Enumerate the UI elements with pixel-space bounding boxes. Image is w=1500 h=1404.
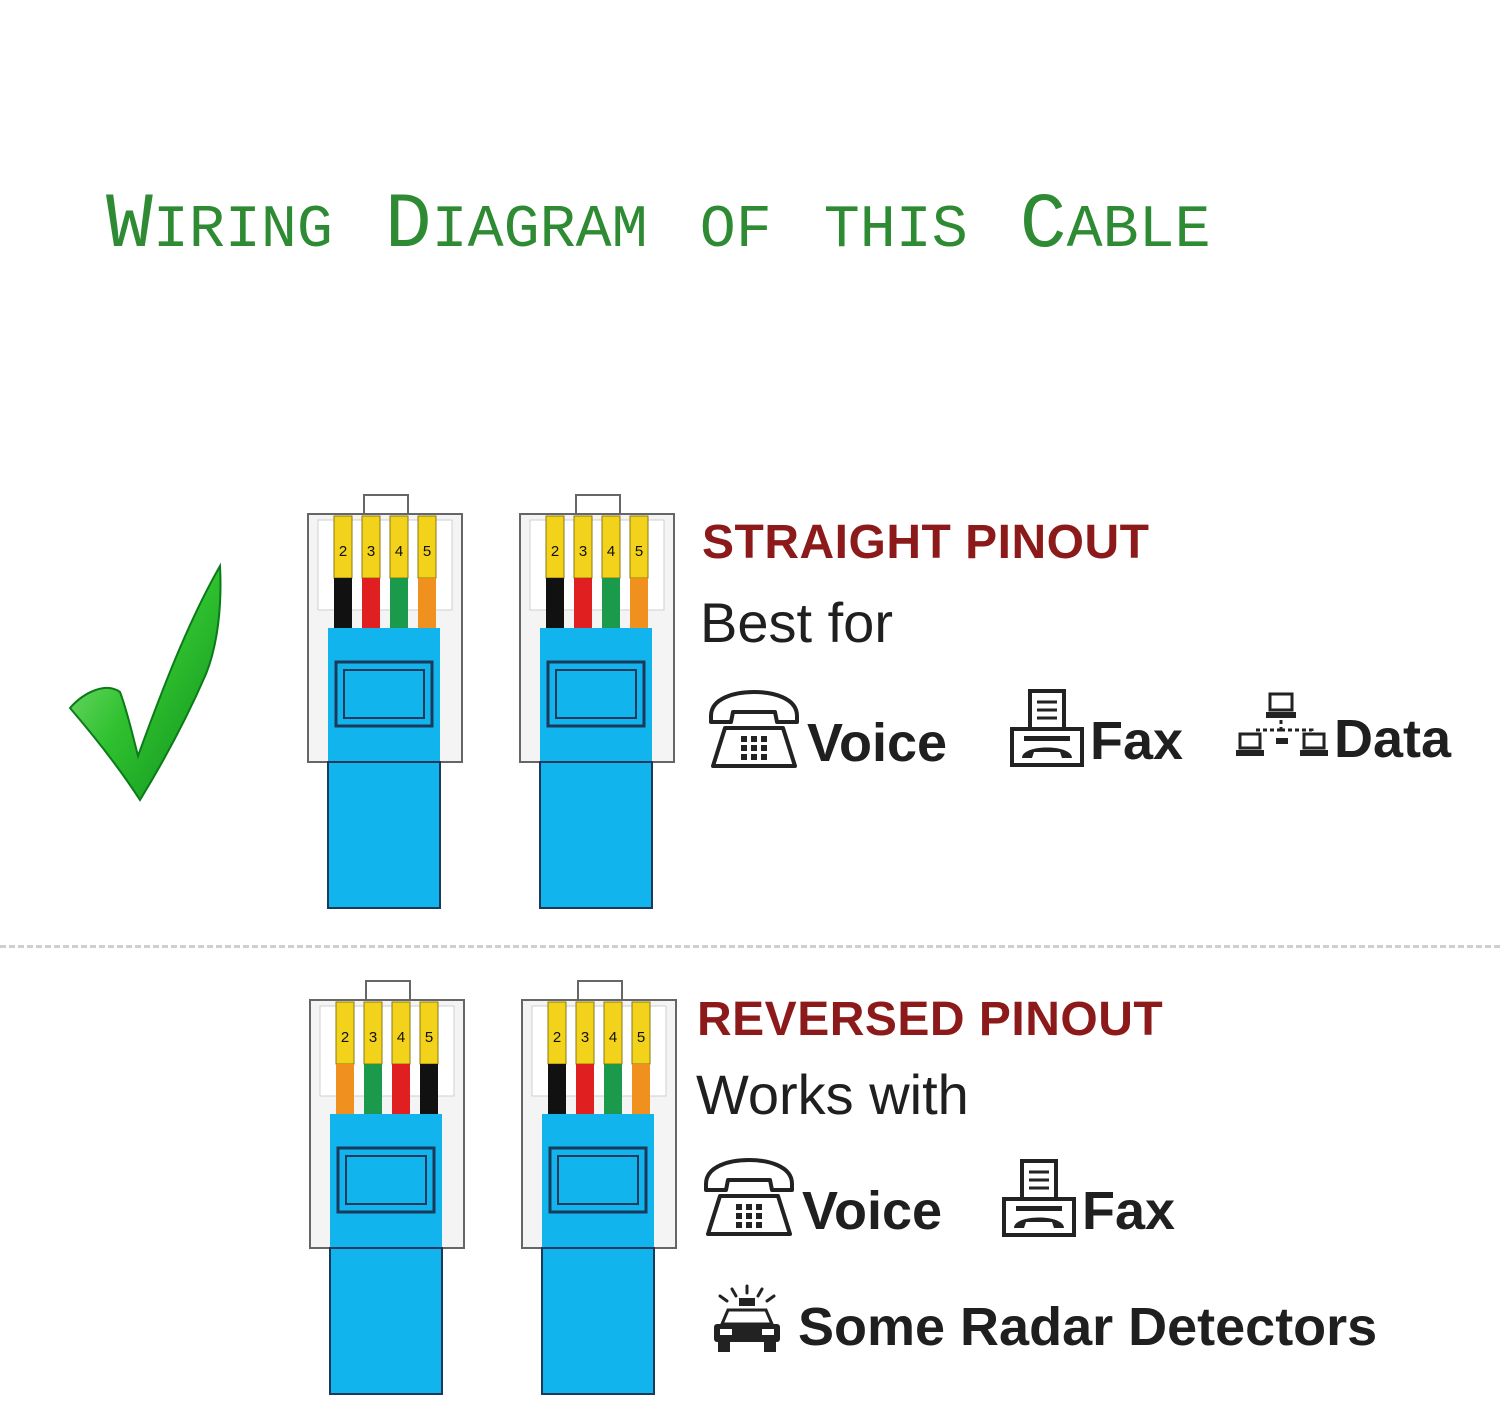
wire-green [602, 578, 620, 628]
telephone-icon [705, 688, 803, 770]
wire-black [420, 1064, 438, 1114]
pin-number: 4 [397, 1029, 405, 1046]
wire-red [392, 1064, 410, 1114]
straight-plug-right: 2 3 4 5 [519, 494, 675, 909]
checkmark-icon [68, 562, 222, 802]
diagram-title: WIRING DIAGRAM OF THIS CABLE [106, 182, 1263, 270]
plug-latch-window [336, 1146, 436, 1214]
plug-latch [575, 494, 621, 516]
plug-latch [365, 980, 411, 1002]
reversed-pinout-heading: REVERSED PINOUT [697, 993, 1164, 1046]
pin-number: 5 [423, 543, 431, 560]
title-word: OF [699, 197, 772, 265]
pin-number: 5 [635, 543, 643, 560]
pin-number: 2 [339, 543, 347, 560]
wire-orange [632, 1064, 650, 1114]
fax-icon [1000, 1158, 1078, 1238]
pin-number: 4 [609, 1029, 617, 1046]
title-word: WIRING [106, 182, 333, 270]
wire-red [576, 1064, 594, 1114]
straight-pinout-heading: STRAIGHT PINOUT [702, 516, 1150, 569]
plug-latch-window [334, 660, 434, 728]
wire-orange [630, 578, 648, 628]
plug-latch [363, 494, 409, 516]
plug-cable [327, 761, 441, 909]
reversed-plug-right: 2 3 4 5 [521, 980, 677, 1395]
wire-black [334, 578, 352, 628]
pin-number: 2 [551, 543, 559, 560]
use-fax: Fax [1000, 1158, 1175, 1238]
title-word: CABLE [1019, 182, 1211, 270]
plug-cable [541, 1247, 655, 1395]
plug-cable [539, 761, 653, 909]
use-voice: Voice [705, 688, 947, 770]
title-word: THIS [823, 197, 968, 265]
plug-latch-inner [555, 669, 637, 719]
fax-icon [1008, 688, 1086, 768]
use-voice: Voice [700, 1156, 942, 1238]
police-car-icon [710, 1284, 784, 1354]
pin-number: 5 [637, 1029, 645, 1046]
reversed-plug-left: 2 3 4 5 [309, 980, 465, 1395]
pin-number: 3 [581, 1029, 589, 1046]
section-divider [0, 945, 1500, 948]
plug-cable [329, 1247, 443, 1395]
pin-number: 2 [341, 1029, 349, 1046]
pin-number: 4 [607, 543, 615, 560]
pin-number: 3 [579, 543, 587, 560]
wire-orange [418, 578, 436, 628]
use-data: Data [1236, 690, 1451, 766]
pin-number: 4 [395, 543, 403, 560]
wire-black [546, 578, 564, 628]
use-radar-detectors: Some Radar Detectors [710, 1284, 1377, 1354]
wire-orange [336, 1064, 354, 1114]
network-icon [1236, 690, 1330, 766]
wire-green [364, 1064, 382, 1114]
pin-number: 5 [425, 1029, 433, 1046]
wire-black [548, 1064, 566, 1114]
plug-latch-window [546, 660, 646, 728]
plug-latch-inner [343, 669, 425, 719]
telephone-icon [700, 1156, 798, 1238]
pin-number: 2 [553, 1029, 561, 1046]
wire-green [604, 1064, 622, 1114]
plug-latch [577, 980, 623, 1002]
pin-number: 3 [367, 543, 375, 560]
wire-red [574, 578, 592, 628]
reversed-pinout-subheading: Works with [696, 1063, 969, 1126]
wire-green [390, 578, 408, 628]
plug-latch-inner [345, 1155, 427, 1205]
pin-number: 3 [369, 1029, 377, 1046]
straight-plug-left: 2 3 4 5 [307, 494, 463, 909]
plug-latch-window [548, 1146, 648, 1214]
title-word: DIAGRAM [384, 182, 648, 270]
use-fax: Fax [1008, 688, 1183, 768]
straight-pinout-subheading: Best for [700, 591, 893, 654]
wire-red [362, 578, 380, 628]
plug-latch-inner [557, 1155, 639, 1205]
